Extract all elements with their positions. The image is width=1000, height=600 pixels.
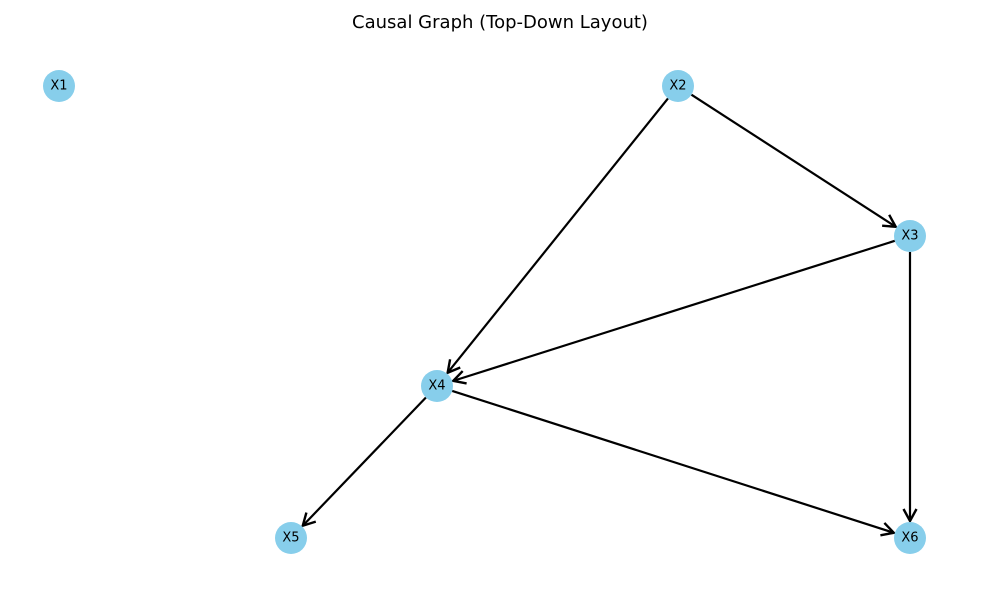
arrowhead-icon [450,370,467,385]
arrowhead-icon [880,522,897,537]
arrowhead-icon [446,359,461,375]
edges-layer [301,93,918,537]
node-label: X4 [428,379,445,394]
node-circle [421,370,453,402]
edge-x4-x5 [301,396,427,528]
node-label: X6 [901,531,918,546]
edge-line [446,97,669,374]
edge-x3-x6 [902,252,918,524]
arrowhead-icon [301,512,317,528]
edge-line [452,239,896,382]
node-x4: X4 [421,370,453,402]
diagram-title: Causal Graph (Top-Down Layout) [352,12,648,33]
edge-x4-x6 [451,389,897,537]
node-label: X3 [901,229,918,244]
node-circle [894,220,926,252]
arrowhead-icon [902,508,918,524]
node-x6: X6 [894,522,926,554]
node-x1: X1 [43,70,75,102]
node-label: X5 [282,531,299,546]
edge-line [690,93,897,228]
arrowhead-icon [882,214,898,229]
node-label: X1 [50,79,67,94]
node-x3: X3 [894,220,926,252]
edge-x2-x3 [690,93,898,229]
edge-x3-x4 [450,239,896,385]
node-x5: X5 [275,522,307,554]
node-circle [275,522,307,554]
node-circle [43,70,75,102]
node-label: X2 [669,79,686,94]
edge-x2-x4 [446,97,669,375]
node-circle [662,70,694,102]
edge-line [451,389,895,534]
node-circle [894,522,926,554]
edge-line [301,396,427,527]
node-x2: X2 [662,70,694,102]
